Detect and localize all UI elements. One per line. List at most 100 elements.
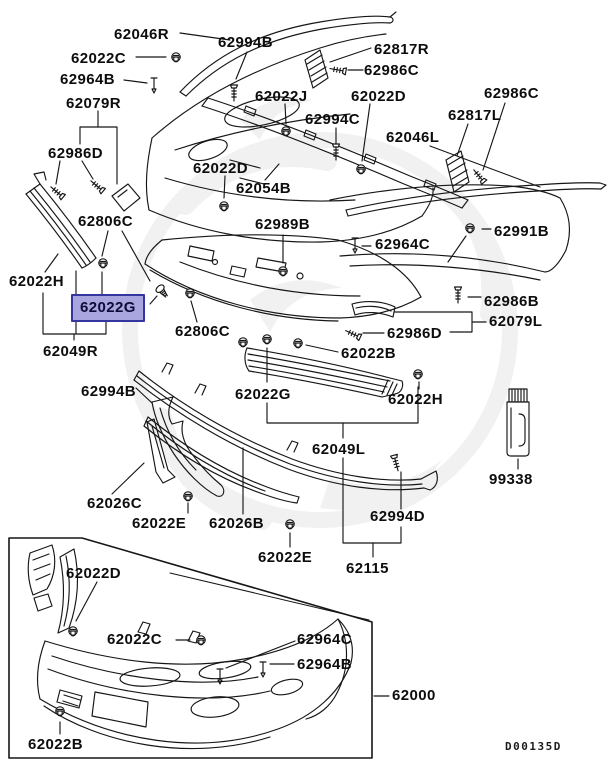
part-label[interactable]: 62049R xyxy=(43,343,98,360)
leader-line xyxy=(223,175,226,199)
part-label[interactable]: 62964B xyxy=(297,656,352,673)
part-bracket-62079R xyxy=(111,183,141,212)
screw-icon xyxy=(453,286,463,304)
clip-icon xyxy=(293,338,303,349)
part-label[interactable]: 62022B xyxy=(341,345,396,362)
part-center-grille xyxy=(244,347,404,398)
part-label[interactable]: 62046L xyxy=(386,129,440,146)
watermark xyxy=(122,98,518,530)
part-label[interactable]: 62986C xyxy=(484,85,539,102)
part-label[interactable]: 62022H xyxy=(388,391,443,408)
part-label[interactable]: 62022E xyxy=(258,549,313,566)
inset-box xyxy=(8,537,373,759)
part-label[interactable]: 62046R xyxy=(114,26,169,43)
part-label[interactable]: 62022B xyxy=(28,736,83,753)
leader-line xyxy=(101,230,109,257)
part-label[interactable]: 62022H xyxy=(9,273,64,290)
leader-line xyxy=(179,32,231,41)
leader-line xyxy=(447,235,467,263)
part-label[interactable]: 99338 xyxy=(489,471,533,488)
clip-icon xyxy=(55,706,65,717)
leader-line xyxy=(482,102,506,171)
part-touchup-tube xyxy=(506,388,530,457)
pin-icon xyxy=(150,77,158,94)
part-bumper-face xyxy=(144,234,422,322)
diagram-code: D00135D xyxy=(505,740,562,753)
part-label[interactable]: 62964C xyxy=(297,631,352,648)
part-label[interactable]: 62079L xyxy=(489,313,543,330)
leader-line xyxy=(149,295,158,305)
part-label[interactable]: 62986D xyxy=(387,325,442,342)
screw-icon xyxy=(470,167,488,185)
part-label[interactable]: 62022C xyxy=(107,631,162,648)
leader-line xyxy=(329,47,372,63)
clip-icon xyxy=(219,201,229,212)
part-vent-left xyxy=(445,150,470,193)
part-vent-right xyxy=(304,49,329,89)
part-label[interactable]: 62991B xyxy=(494,223,549,240)
part-label[interactable]: 62986D xyxy=(48,145,103,162)
clip-icon xyxy=(262,334,272,345)
part-fog-bezel xyxy=(351,301,396,318)
part-label[interactable]: 62022D xyxy=(351,88,406,105)
part-label[interactable]: 62964B xyxy=(60,71,115,88)
screw-icon xyxy=(343,326,363,342)
part-label[interactable]: 62022D xyxy=(66,565,121,582)
part-label[interactable]: 62994B xyxy=(218,34,273,51)
clip-icon xyxy=(413,369,423,380)
part-label[interactable]: 62054B xyxy=(236,180,291,197)
leader-line xyxy=(235,51,248,80)
part-label[interactable]: 62806C xyxy=(78,213,133,230)
part-label[interactable]: 62994D xyxy=(370,508,425,525)
part-label[interactable]: 62000 xyxy=(392,687,436,704)
leader-line xyxy=(44,253,59,273)
part-label[interactable]: 62806C xyxy=(175,323,230,340)
clip-icon xyxy=(196,635,206,646)
part-label[interactable]: 62022G xyxy=(235,386,291,403)
screw-icon xyxy=(328,64,348,76)
part-label[interactable]: 62994B xyxy=(81,383,136,400)
part-upper-strip-left xyxy=(345,182,607,217)
pin-icon xyxy=(351,237,359,254)
clip-icon xyxy=(465,223,475,234)
part-label[interactable]: 62115 xyxy=(346,560,389,577)
part-label[interactable]: 62989B xyxy=(255,216,310,233)
leader-line xyxy=(264,163,280,181)
part-label[interactable]: 62022C xyxy=(71,50,126,67)
leader-line xyxy=(75,581,98,622)
part-label[interactable]: 62022E xyxy=(132,515,187,532)
clip-icon xyxy=(185,288,195,299)
clip-icon xyxy=(171,52,181,63)
screw-icon xyxy=(389,453,403,473)
leader-line xyxy=(81,160,94,180)
clip-icon xyxy=(238,337,248,348)
part-label[interactable]: 62817R xyxy=(374,41,429,58)
part-label[interactable]: 62022J xyxy=(255,88,308,105)
part-support-bar xyxy=(201,97,469,209)
part-car-face xyxy=(145,33,434,243)
part-label[interactable]: 62026B xyxy=(209,515,264,532)
part-label-highlighted[interactable]: 62022G xyxy=(71,294,145,322)
leader-line xyxy=(342,457,402,544)
part-label[interactable]: 62986B xyxy=(484,293,539,310)
part-label[interactable]: 62964C xyxy=(375,236,430,253)
part-label[interactable]: 62994C xyxy=(305,111,360,128)
part-label[interactable]: 62986C xyxy=(364,62,419,79)
part-airdam-upper xyxy=(133,362,438,491)
clip-icon xyxy=(278,266,288,277)
part-label[interactable]: 62817L xyxy=(448,107,502,124)
clip-icon xyxy=(68,626,78,637)
part-label[interactable]: 62079R xyxy=(66,95,121,112)
leader-line xyxy=(305,344,339,353)
part-airdam-lower xyxy=(143,416,300,504)
part-label[interactable]: 62026C xyxy=(87,495,142,512)
leader-line xyxy=(55,160,61,185)
leader-line xyxy=(111,462,145,495)
part-right-body xyxy=(329,184,570,281)
part-label[interactable]: 62022D xyxy=(193,160,248,177)
clip-icon xyxy=(356,164,366,175)
part-label[interactable]: 62049L xyxy=(312,441,366,458)
clip-icon xyxy=(285,519,295,530)
leader-line xyxy=(190,300,198,323)
